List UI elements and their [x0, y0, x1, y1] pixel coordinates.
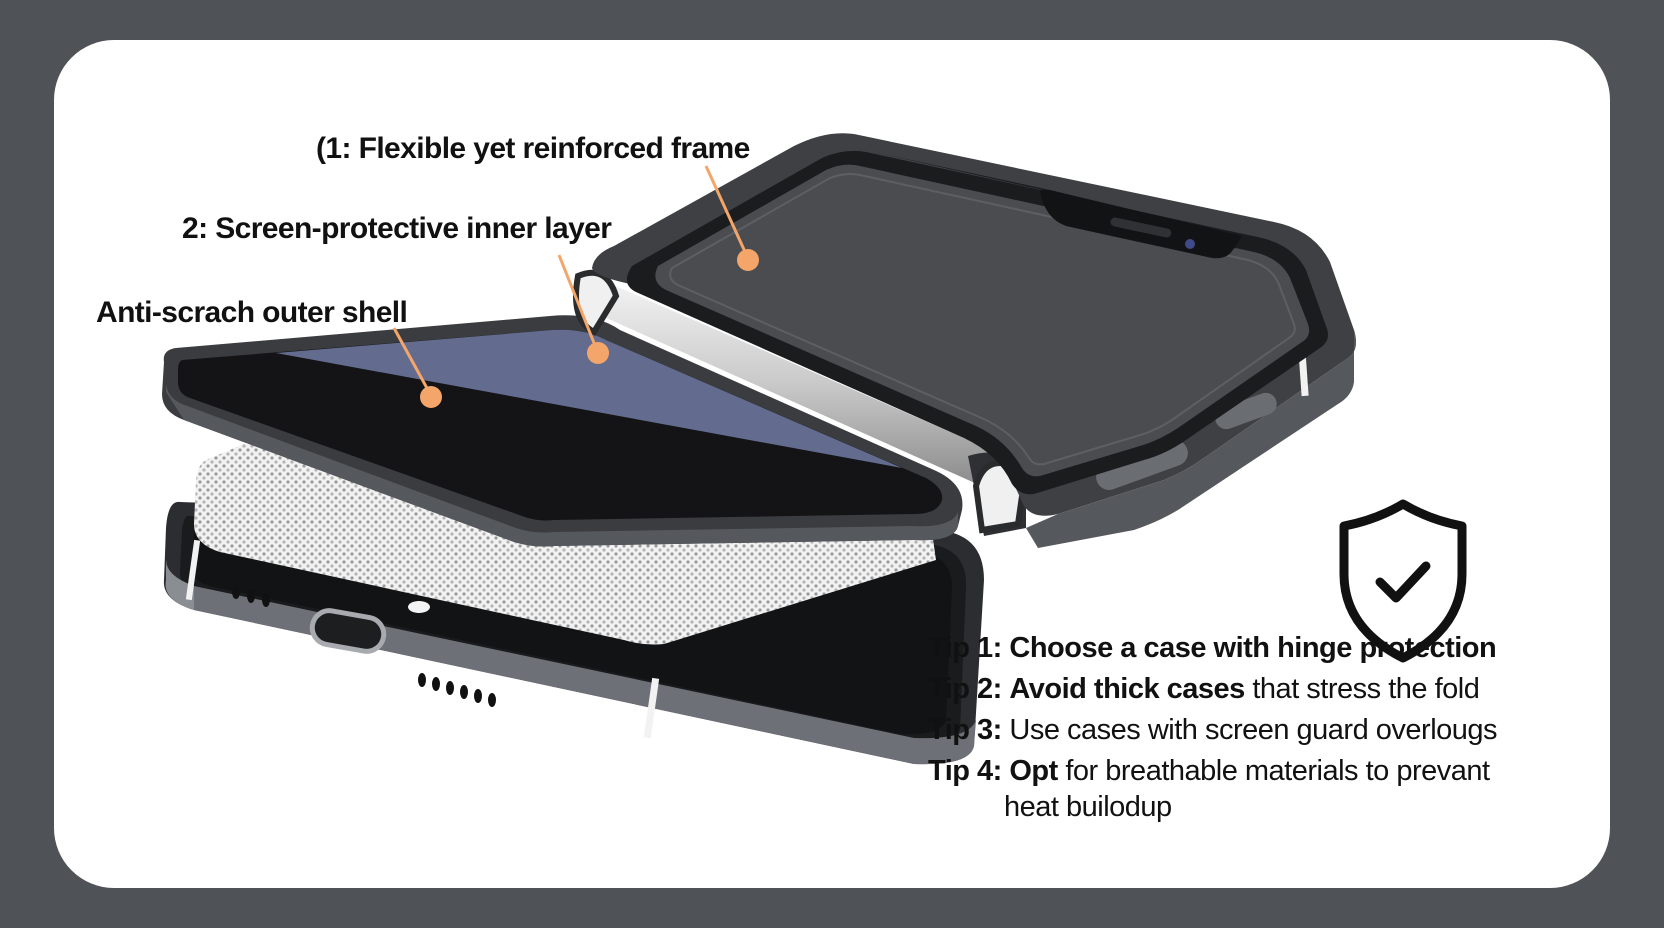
back-phone-half [592, 133, 1356, 548]
tip-3-text: Use cases with screen guard overlougs [1009, 714, 1498, 746]
tip-4-emphasis: Opt [1009, 755, 1058, 787]
tip-2-emphasis: Avoid thick cases [1009, 673, 1245, 705]
tip-4-number: Tip 4: [928, 755, 1002, 787]
callout-frame-label: (1: Flexible yet reinforced frame [316, 132, 750, 165]
inner-layer-leader-line [557, 254, 598, 349]
shield-check-icon [1339, 499, 1467, 663]
tip-1-text: Choose a case with hinge protection [1009, 632, 1497, 664]
inner-layer-callout-dot [587, 342, 609, 364]
callout-inner-layer-label: 2: Screen-protective inner layer [182, 212, 612, 245]
speaker-grille-left [232, 585, 270, 607]
outer-shell-callout-dot [420, 386, 442, 408]
tip-3: Tip 3: Use cases with screen guard overl… [928, 710, 1498, 751]
tip-2-number: Tip 2: [928, 673, 1002, 705]
foldable-phone-illustration [162, 133, 1467, 765]
callout-outer-shell-label: Anti-scrach outer shell [96, 296, 408, 329]
inner-layer-panel [276, 329, 902, 468]
tips-list: Tip 1: Choose a case with hinge protecti… [928, 628, 1498, 822]
tip-2: Tip 2: Avoid thick cases that stress the… [928, 669, 1498, 710]
tip-4-text: for breathable materials to prevant [1065, 755, 1490, 787]
tip-3-number: Tip 3: [928, 714, 1002, 746]
frame-leader-line [704, 165, 748, 255]
usb-c-port [309, 608, 387, 654]
tip-4-continuation: heat builodup [1004, 791, 1172, 823]
callout-markers [392, 165, 759, 408]
top-phone-half [162, 315, 963, 547]
tip-1: Tip 1: Choose a case with hinge protecti… [928, 628, 1498, 669]
diagram-card: (1: Flexible yet reinforced frame 2: Scr… [54, 40, 1610, 888]
speaker-grille-right [418, 673, 496, 707]
tip-1-number: Tip 1: [928, 632, 1002, 664]
tip-2-text: that stress the fold [1252, 673, 1480, 705]
frame-callout-dot [737, 249, 759, 271]
tip-4: Tip 4: Opt for breathable materials to p… [928, 751, 1498, 822]
outer-shell-leader-line [392, 327, 430, 391]
